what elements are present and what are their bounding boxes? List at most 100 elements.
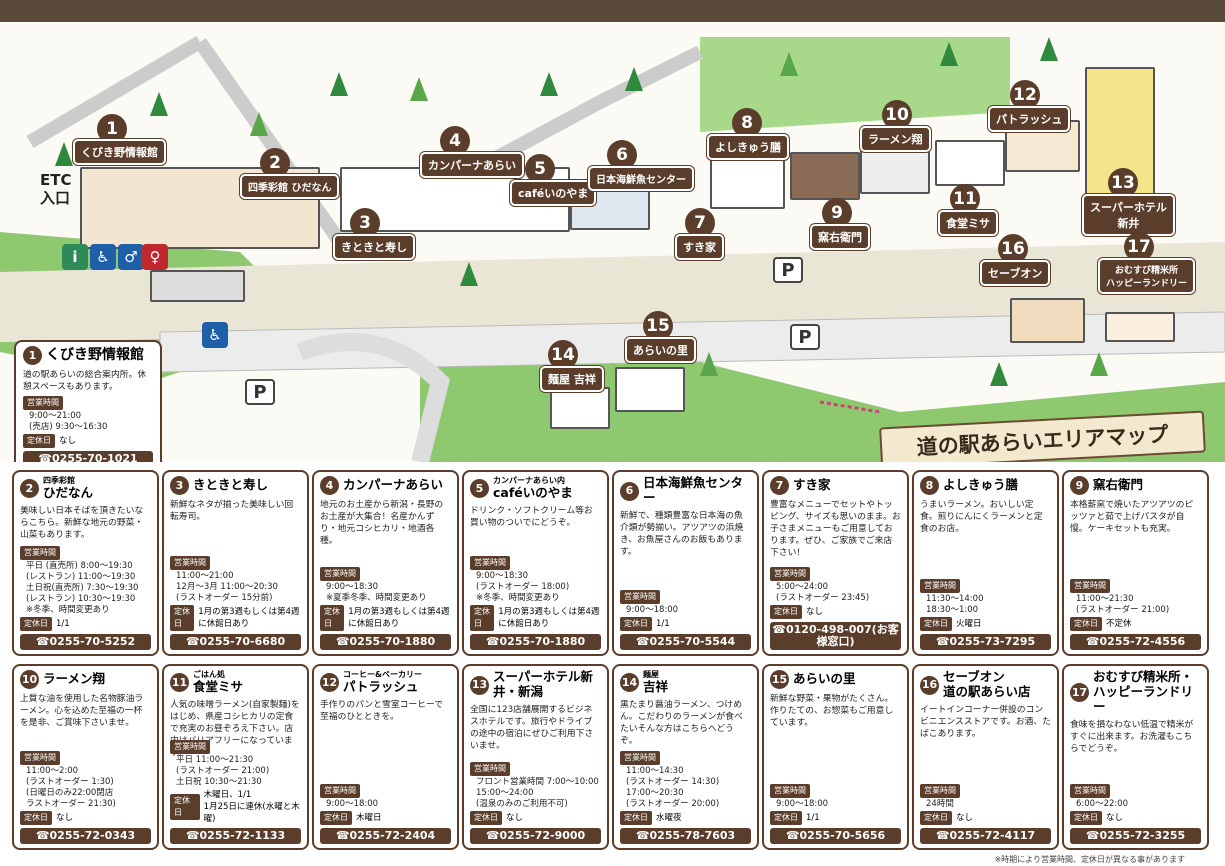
card-phone[interactable]: ☎0255-70-5252: [20, 634, 151, 650]
map-marker-11[interactable]: 11: [950, 184, 980, 214]
tree-icon: [460, 262, 478, 286]
card-number: 8: [920, 476, 939, 495]
map-marker-10[interactable]: 10: [882, 100, 912, 130]
map-label-12[interactable]: パトラッシュ: [988, 106, 1071, 132]
area-map: ETC 入口 i ♿ ♂ ♀ ♿ P P P 1 くびき野情報館 2 四季彩館 …: [0, 22, 1225, 462]
card-title: パトラッシュ: [343, 679, 419, 694]
tree-icon: [780, 52, 798, 76]
map-marker-2[interactable]: 2: [260, 148, 290, 178]
card-title: ラーメン翔: [43, 671, 106, 686]
tree-icon: [250, 112, 268, 136]
card-closed-day: 火曜日: [956, 619, 982, 629]
tree-icon: [940, 42, 958, 66]
tree-icon: [700, 352, 718, 376]
card-description: 新鮮な野菜・果物がたくさん。作りたての、お惣菜もご用意しています。: [770, 694, 894, 728]
info-card-1: 1 くびき野情報館 道の駅あらいの総合案内所。休憩スペースもあります。 営業時間…: [14, 340, 162, 462]
info-icon: i: [62, 244, 88, 270]
map-label-13[interactable]: スーパーホテル 新井: [1082, 194, 1175, 236]
card-phone[interactable]: ☎0255-78-7603: [620, 828, 751, 844]
map-label-16[interactable]: セーブオン: [980, 260, 1051, 286]
card-description: ドリンク・ソフトクリーム等お買い物のついでにどうぞ。: [470, 506, 593, 528]
card-phone[interactable]: ☎0255-70-1021: [23, 451, 153, 462]
card-phone[interactable]: ☎0120-498-007(お客様窓口): [770, 622, 901, 650]
closed-label: 定休日: [320, 605, 345, 631]
hours-label: 営業時間: [920, 784, 960, 798]
card-number: 12: [320, 673, 339, 692]
hours-label: 営業時間: [470, 556, 510, 570]
card-phone[interactable]: ☎0255-72-4556: [1070, 634, 1201, 650]
closed-label: 定休日: [620, 811, 652, 825]
map-marker-15[interactable]: 15: [643, 311, 673, 341]
map-label-5[interactable]: caféいのやま: [510, 180, 597, 206]
card-phone[interactable]: ☎0255-72-3255: [1070, 828, 1201, 844]
card-title: スーパーホテル新井・新潟: [493, 669, 593, 699]
map-marker-9[interactable]: 9: [822, 198, 852, 228]
card-phone[interactable]: ☎0255-70-5656: [770, 828, 901, 844]
card-subtitle: ごはん処: [193, 670, 225, 679]
map-label-10[interactable]: ラーメン翔: [860, 126, 931, 152]
closed-label: 定休日: [920, 811, 952, 825]
map-label-11[interactable]: 食堂ミサ: [938, 210, 998, 236]
map-marker-5[interactable]: 5: [525, 154, 555, 184]
card-subtitle: 麺屋: [643, 670, 659, 679]
card-closed-day: なし: [806, 607, 824, 617]
map-marker-7[interactable]: 7: [685, 208, 715, 238]
card-phone[interactable]: ☎0255-72-9000: [470, 828, 601, 844]
map-label-15[interactable]: あらいの里: [625, 337, 696, 363]
map-marker-8[interactable]: 8: [732, 108, 762, 138]
card-closed-day: なし: [956, 813, 974, 823]
map-label-14[interactable]: 麺屋 吉祥: [540, 366, 604, 392]
map-label-8[interactable]: よしきゅう膳: [707, 134, 789, 160]
card-hours: 24時間: [926, 799, 954, 809]
map-label-9[interactable]: 窯右衛門: [810, 224, 870, 250]
card-description: 道の駅あらいの総合案内所。休憩スペースもあります。: [23, 370, 147, 392]
card-phone[interactable]: ☎0255-72-2404: [320, 828, 451, 844]
closed-label: 定休日: [770, 605, 802, 619]
card-number: 16: [920, 675, 939, 695]
map-marker-3[interactable]: 3: [350, 208, 380, 238]
card-phone[interactable]: ☎0255-72-4117: [920, 828, 1051, 844]
card-phone[interactable]: ☎0255-73-7295: [920, 634, 1051, 650]
card-phone[interactable]: ☎0255-70-6680: [170, 634, 301, 650]
building-arai-no-sato: [615, 367, 685, 412]
card-hours: 平日 (直売所) 8:00〜19:30 (レストラン) 11:00〜19:30 …: [26, 561, 139, 615]
map-label-7[interactable]: すき家: [675, 234, 724, 260]
map-label-6[interactable]: 日本海鮮魚センター: [588, 166, 694, 191]
card-phone[interactable]: ☎0255-70-1880: [470, 634, 601, 650]
map-label-4[interactable]: カンパーナあらい: [420, 152, 524, 178]
card-title: 窯右衛門: [1093, 477, 1144, 492]
map-marker-14[interactable]: 14: [548, 340, 578, 370]
map-marker-4[interactable]: 4: [440, 126, 470, 156]
map-marker-12[interactable]: 12: [1010, 80, 1040, 110]
card-phone[interactable]: ☎0255-72-1133: [170, 828, 301, 844]
map-label-3[interactable]: きときと寿し: [333, 234, 415, 260]
card-subtitle: 四季彩館: [43, 476, 75, 485]
wheelchair-icon: ♿: [202, 322, 228, 348]
card-phone[interactable]: ☎0255-72-0343: [20, 828, 151, 844]
tree-icon: [330, 72, 348, 96]
card-phone[interactable]: ☎0255-70-1880: [320, 634, 451, 650]
hours-label: 営業時間: [170, 740, 210, 754]
building-ramen-sho: [860, 150, 930, 194]
parking-icon: P: [790, 324, 820, 350]
map-marker-13[interactable]: 13: [1108, 168, 1138, 198]
map-marker-17[interactable]: 17: [1124, 232, 1154, 262]
card-hours: 11:00〜21:00 12月〜3月 11:00〜20:30 (ラストオーダー …: [176, 571, 278, 603]
card-closed-day: 木曜日、1/1 1月25日に連休(水曜と木曜): [203, 790, 300, 824]
card-hours: 9:00〜18:30 (ラストオーダー 18:00) ※冬季、時間変更あり: [476, 571, 570, 603]
card-phone[interactable]: ☎0255-70-5544: [620, 634, 751, 650]
card-hours: 11:00〜14:30 (ラストオーダー 14:30) 17:00〜20:30 …: [626, 766, 720, 809]
card-number: 9: [1070, 476, 1089, 495]
hours-label: 営業時間: [170, 556, 210, 570]
map-label-17[interactable]: おむすび精米所 ハッピーランドリー: [1098, 258, 1196, 294]
map-label-1[interactable]: くびき野情報館: [73, 139, 166, 165]
map-marker-16[interactable]: 16: [998, 234, 1028, 264]
card-number: 15: [770, 670, 789, 689]
map-marker-6[interactable]: 6: [607, 140, 637, 170]
map-label-2[interactable]: 四季彩館 ひだなん: [240, 174, 340, 199]
